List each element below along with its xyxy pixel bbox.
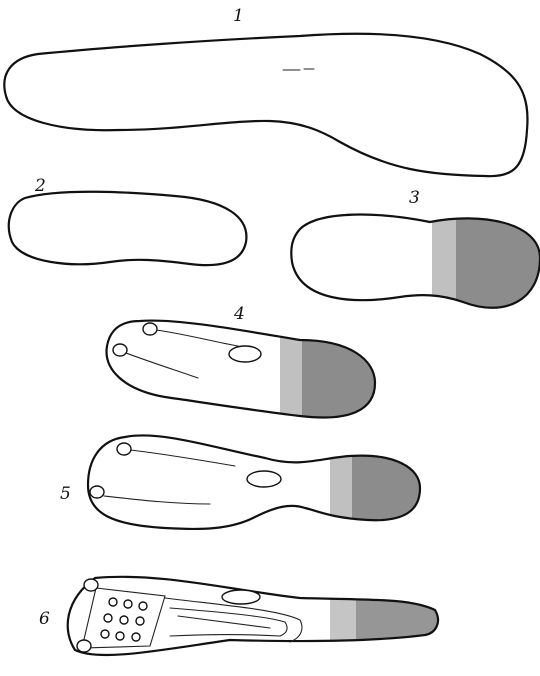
stage-4-knob-upper: [143, 323, 157, 335]
stage-6-tube-inner: [170, 608, 287, 636]
stage-5: 5: [60, 435, 425, 530]
stage-2: 2: [9, 176, 247, 265]
stage-4-line-lower: [126, 353, 198, 378]
stage-6-label: 6: [39, 609, 50, 629]
stage-1: 1: [4, 6, 527, 176]
stage-1-mark: [283, 69, 314, 70]
stage-6-pores: [101, 598, 147, 641]
stage-3-label: 3: [409, 188, 420, 208]
stage-5-knob-upper: [117, 443, 131, 455]
stage-6-tube-core: [170, 616, 280, 636]
stage-4-line-upper: [156, 330, 238, 346]
stage-4-knob-lower: [113, 344, 127, 356]
stage-5-label: 5: [60, 484, 71, 504]
stage-5-knob-lower: [90, 486, 104, 498]
stage-5-oval: [247, 471, 281, 487]
stage-6-knob-upper: [84, 579, 98, 591]
stage-6-knob-lower: [77, 640, 91, 652]
stage-5-line-upper: [130, 450, 235, 466]
stage-3: 3: [291, 188, 540, 312]
stage-6-oval: [222, 590, 260, 604]
stage-6: 6: [39, 577, 445, 655]
stage-1-outline: [4, 34, 527, 176]
stage-4: 4: [107, 304, 380, 423]
stage-2-label: 2: [34, 176, 46, 196]
stage-2-outline: [9, 192, 247, 265]
stage-5-line-lower: [104, 496, 210, 504]
stage-1-label: 1: [233, 6, 244, 26]
stage-4-label: 4: [233, 304, 245, 324]
stage-4-oval: [229, 346, 261, 362]
